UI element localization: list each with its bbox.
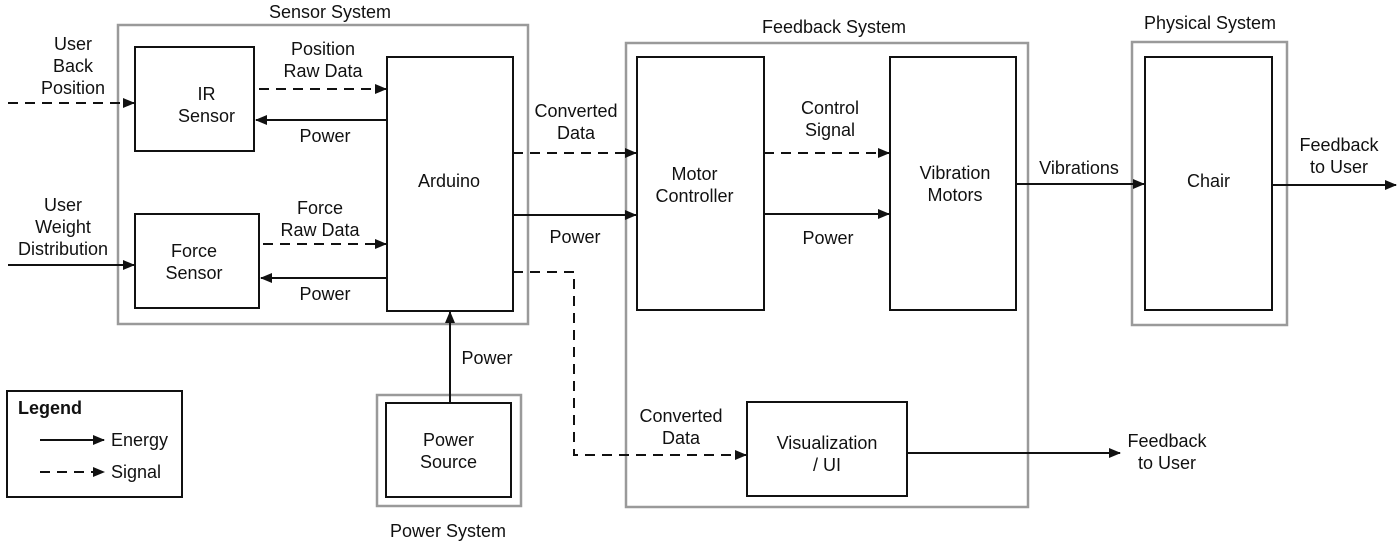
user-back-position-label: User Back Position xyxy=(40,34,106,98)
feedback-to-user-ui-label: Feedback to User xyxy=(1127,431,1207,473)
power-source-arduino-label: Power xyxy=(461,348,513,368)
chair-block xyxy=(1144,56,1273,311)
power-ir-label: Power xyxy=(299,126,351,146)
control-signal-label: Control Signal xyxy=(800,98,860,140)
legend-signal-label: Signal xyxy=(111,462,162,482)
chair-label: Chair xyxy=(1186,171,1230,191)
motor-controller-label: Motor Controller xyxy=(655,164,734,206)
legend-energy-label: Energy xyxy=(111,430,169,450)
ir-sensor-block xyxy=(134,46,255,152)
converted-data-to-ui-arrow xyxy=(513,271,747,460)
sensor-system-group xyxy=(116,23,530,326)
visualization-ui-label: Visualization / UI xyxy=(776,433,878,475)
arduino-block xyxy=(386,56,514,312)
motor-controller-block xyxy=(636,56,765,311)
power-system-title: Power System xyxy=(389,521,507,541)
force-sensor-label: Force Sensor xyxy=(165,241,223,283)
visualization-ui-block xyxy=(746,401,908,497)
power-source-label: Power Source xyxy=(419,430,478,472)
converted-data-top-label: Converted Data xyxy=(534,101,618,143)
physical-system-title: Physical System xyxy=(1143,13,1277,33)
power-arduino-motor-label: Power xyxy=(549,227,601,247)
power-source-block xyxy=(385,402,512,498)
vibration-motors-label: Vibration Motors xyxy=(919,163,991,205)
user-weight-distribution-label: User Weight Distribution xyxy=(17,195,109,259)
arduino-label: Arduino xyxy=(417,171,481,191)
vibrations-label: Vibrations xyxy=(1039,158,1119,178)
power-force-label: Power xyxy=(299,284,351,304)
position-raw-data-label: Position Raw Data xyxy=(283,39,363,81)
legend-title: Legend xyxy=(18,398,83,418)
feedback-system-title: Feedback System xyxy=(761,17,907,37)
feedback-to-user-chair-label: Feedback to User xyxy=(1299,135,1379,177)
feedback-system-group xyxy=(624,41,1030,509)
ir-sensor-label: IR Sensor xyxy=(177,84,236,126)
converted-data-bottom-label: Converted Data xyxy=(639,406,723,448)
force-raw-data-label: Force Raw Data xyxy=(280,198,360,240)
power-motor-vibration-label: Power xyxy=(802,228,854,248)
force-sensor-block xyxy=(134,213,260,309)
sensor-system-title: Sensor System xyxy=(268,2,392,22)
